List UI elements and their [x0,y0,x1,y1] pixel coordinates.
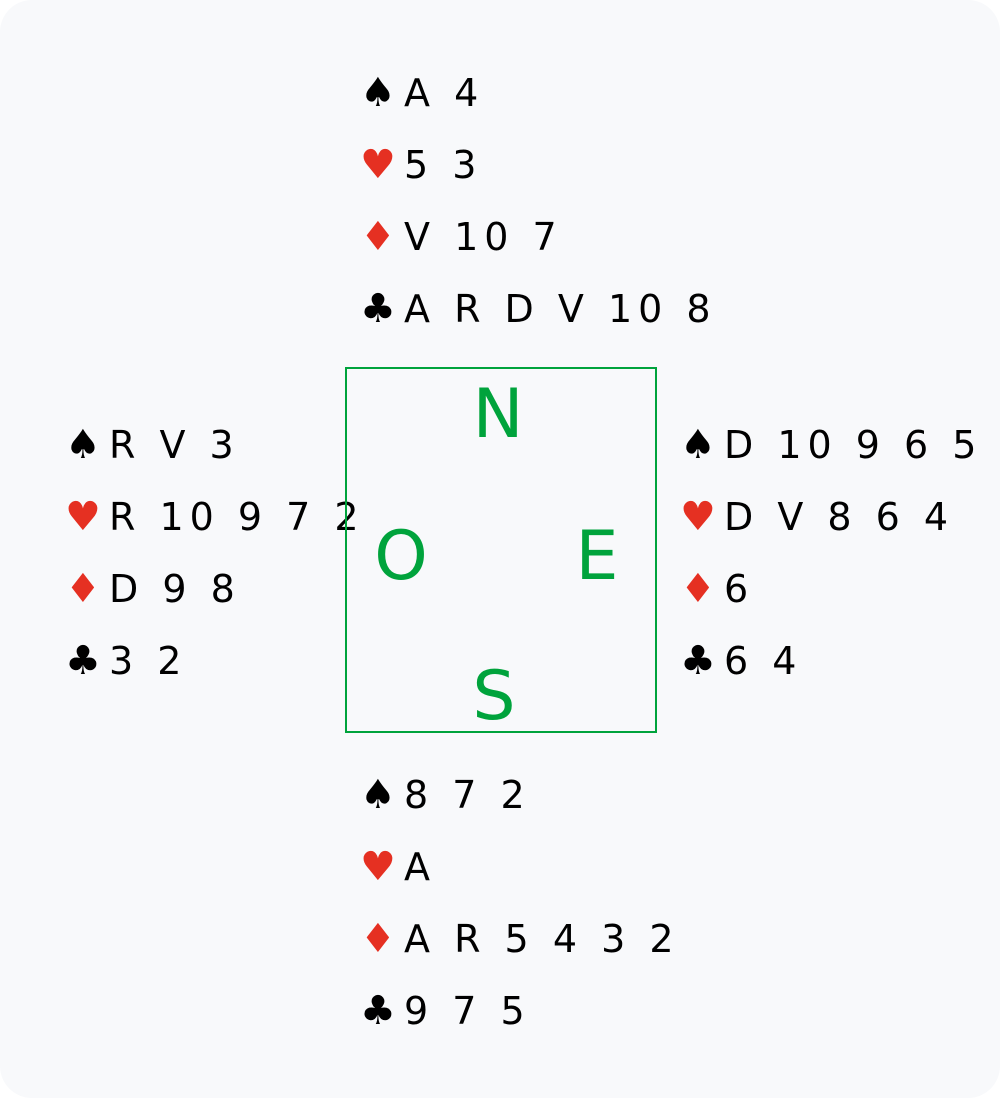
cards: A 4 [404,71,485,115]
north-hand: ♠A 4 ♥5 3 ♦V 10 7 ♣A R D V 10 8 [360,57,717,345]
south-hand: ♠8 7 2 ♥A ♦A R 5 4 3 2 ♣9 7 5 [360,759,680,1047]
north-clubs: ♣A R D V 10 8 [360,273,717,345]
spade-icon: ♠ [65,422,101,468]
diamond-icon: ♦ [680,566,716,612]
heart-icon: ♥ [680,494,716,540]
cards: D V 8 6 4 [724,495,955,539]
club-icon: ♣ [360,286,396,332]
west-clubs: ♣3 2 [65,625,365,697]
cards: D 9 8 [109,567,241,611]
compass-north: N [472,375,524,454]
diamond-icon: ♦ [65,566,101,612]
compass-south: S [472,657,516,736]
cards: 6 4 [724,639,803,683]
cards: 5 3 [404,143,483,187]
cards: A R D V 10 8 [404,287,717,331]
west-spades: ♠R V 3 [65,409,365,481]
south-spades: ♠8 7 2 [360,759,680,831]
south-diamonds: ♦A R 5 4 3 2 [360,903,680,975]
east-hearts: ♥D V 8 6 4 [680,481,982,553]
club-icon: ♣ [680,638,716,684]
cards: 9 7 5 [404,989,531,1033]
club-icon: ♣ [360,988,396,1034]
spade-icon: ♠ [680,422,716,468]
east-clubs: ♣6 4 [680,625,982,697]
west-hand: ♠R V 3 ♥R 10 9 7 2 ♦D 9 8 ♣3 2 [65,409,365,697]
heart-icon: ♥ [360,844,396,890]
north-spades: ♠A 4 [360,57,717,129]
compass-box [345,367,657,733]
west-diamonds: ♦D 9 8 [65,553,365,625]
heart-icon: ♥ [360,142,396,188]
cards: V 10 7 [404,215,563,259]
north-diamonds: ♦V 10 7 [360,201,717,273]
south-clubs: ♣9 7 5 [360,975,680,1047]
cards: D 10 9 6 5 [724,423,983,467]
diamond-icon: ♦ [360,916,396,962]
east-spades: ♠D 10 9 6 5 [680,409,982,481]
west-hearts: ♥R 10 9 7 2 [65,481,365,553]
cards: R V 3 [109,423,240,467]
east-diamonds: ♦6 [680,553,982,625]
spade-icon: ♠ [360,772,396,818]
spade-icon: ♠ [360,70,396,116]
compass-west: O [374,517,428,596]
heart-icon: ♥ [65,494,101,540]
cards: R 10 9 7 2 [109,495,365,539]
cards: A [404,845,436,889]
diamond-icon: ♦ [360,214,396,260]
cards: A R 5 4 3 2 [404,917,680,961]
compass-east: E [575,517,619,596]
north-hearts: ♥5 3 [360,129,717,201]
club-icon: ♣ [65,638,101,684]
cards: 8 7 2 [404,773,531,817]
cards: 3 2 [109,639,188,683]
east-hand: ♠D 10 9 6 5 ♥D V 8 6 4 ♦6 ♣6 4 [680,409,982,697]
south-hearts: ♥A [360,831,680,903]
cards: 6 [724,567,755,611]
